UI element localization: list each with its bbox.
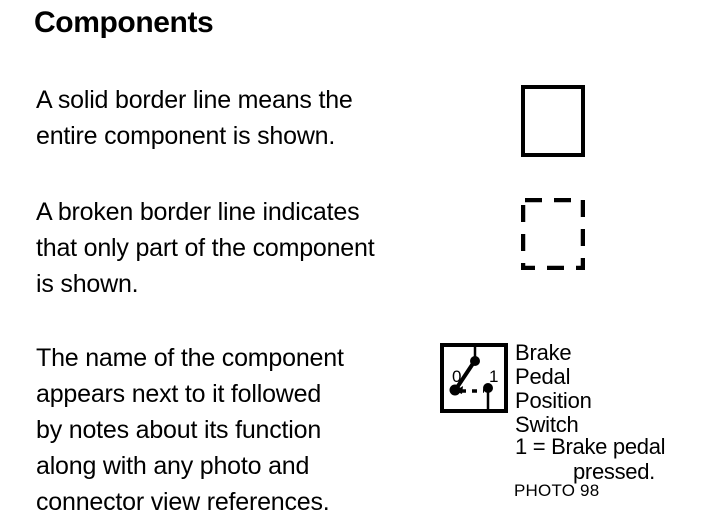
page-title: Components (34, 6, 214, 39)
component-name-label: Brake Pedal Position Switch (515, 340, 592, 437)
photo-reference-label: PHOTO 98 (514, 481, 600, 500)
brake-pedal-position-switch-symbol: 0 1 (440, 343, 508, 413)
component-function-note: 1 = Brake pedal pressed. (513, 434, 693, 484)
broken-border-component-box (521, 198, 585, 270)
paragraph-broken-border: A broken border line indicates that only… (36, 198, 375, 298)
switch-schematic-icon (449, 347, 493, 409)
component-function-note-line-1: 1 = Brake pedal (515, 434, 666, 459)
paragraph-solid-border: A solid border line means the entire com… (36, 86, 353, 150)
component-function-note-line-2: pressed. (573, 459, 655, 484)
switch-terminal-label-1: 1 (489, 367, 499, 386)
solid-border-component-box (521, 85, 585, 157)
switch-terminal-label-0: 0 (452, 367, 462, 386)
paragraph-component-name: The name of the component appears next t… (36, 344, 344, 516)
dashed-rectangle-icon (521, 198, 585, 270)
